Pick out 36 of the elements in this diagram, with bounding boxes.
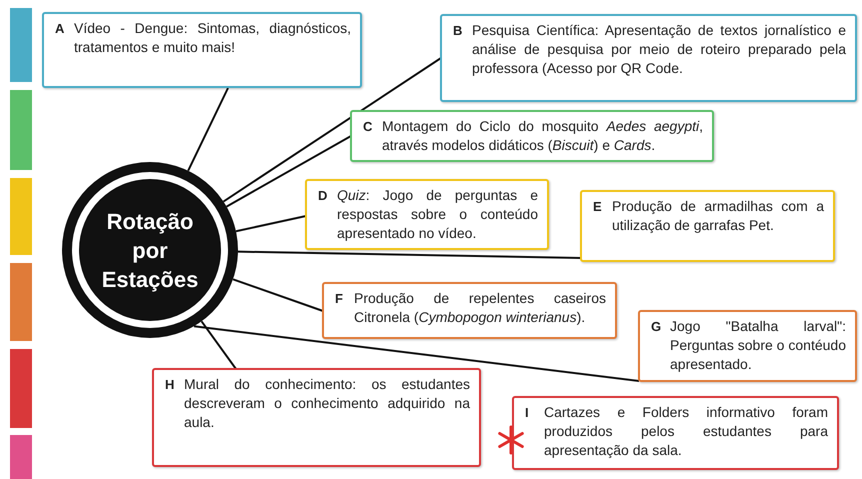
activity-description: Montagem do Ciclo do mosquito Aedes aegypti, através modelos didáticos (Biscuit) e Cards. <box>382 117 703 155</box>
station-letter: H <box>165 376 174 394</box>
connector-line <box>236 215 306 232</box>
activity-box <box>440 14 857 102</box>
activity-box <box>638 310 857 382</box>
activity-description: Produção de armadilhas com a utilização de garrafas Pet. <box>612 197 824 235</box>
activity-box <box>305 179 549 250</box>
connector-line <box>238 250 582 259</box>
connector-line <box>187 88 229 172</box>
station-letter: A <box>55 20 64 38</box>
activity-box <box>322 282 617 339</box>
activity-description: Vídeo - Dengue: Sintomas, diagnósticos, tratamentos e muito mais! <box>74 19 351 57</box>
activity-description: Quiz: Jogo de perguntas e respostas sobre o conteúdo apresentado no vídeo. <box>337 186 538 243</box>
station-letter: G <box>651 318 662 336</box>
connector-line <box>200 320 237 370</box>
activity-box <box>152 368 481 467</box>
activity-description: Mural do conhecimento: os estudantes descreveram o conhecimento adquirido na aula. <box>184 375 470 432</box>
activity-description: Produção de repelentes caseiros Citronela (Cymbopogon winterianus). <box>354 289 606 327</box>
connector-line <box>232 278 324 312</box>
center-title: Rotação por Estações <box>100 208 200 294</box>
activity-description: Pesquisa Científica: Apresentação de textos jornalístico e análise de pesquisa por meio de roteiro preparado pela professora (Acesso por QR Code. <box>472 21 846 78</box>
station-letter: E <box>593 198 602 216</box>
connector-line <box>226 135 352 208</box>
station-letter: C <box>363 118 372 136</box>
activity-box <box>42 12 362 88</box>
activity-description: Cartazes e Folders informativo foram produzidos pelos estudantes para apresentação da sala. <box>544 403 828 460</box>
station-letter: D <box>318 187 328 205</box>
activity-box <box>512 396 839 470</box>
station-letter: I <box>525 404 529 422</box>
activity-box <box>350 110 714 162</box>
station-letter: B <box>453 22 462 40</box>
connector-line <box>194 325 640 382</box>
station-letter: F <box>335 290 343 308</box>
activity-description: Jogo "Batalha larval": Perguntas sobre o contéudo apresentado. <box>670 317 846 374</box>
connector-line <box>222 57 442 202</box>
activity-box <box>580 190 835 262</box>
